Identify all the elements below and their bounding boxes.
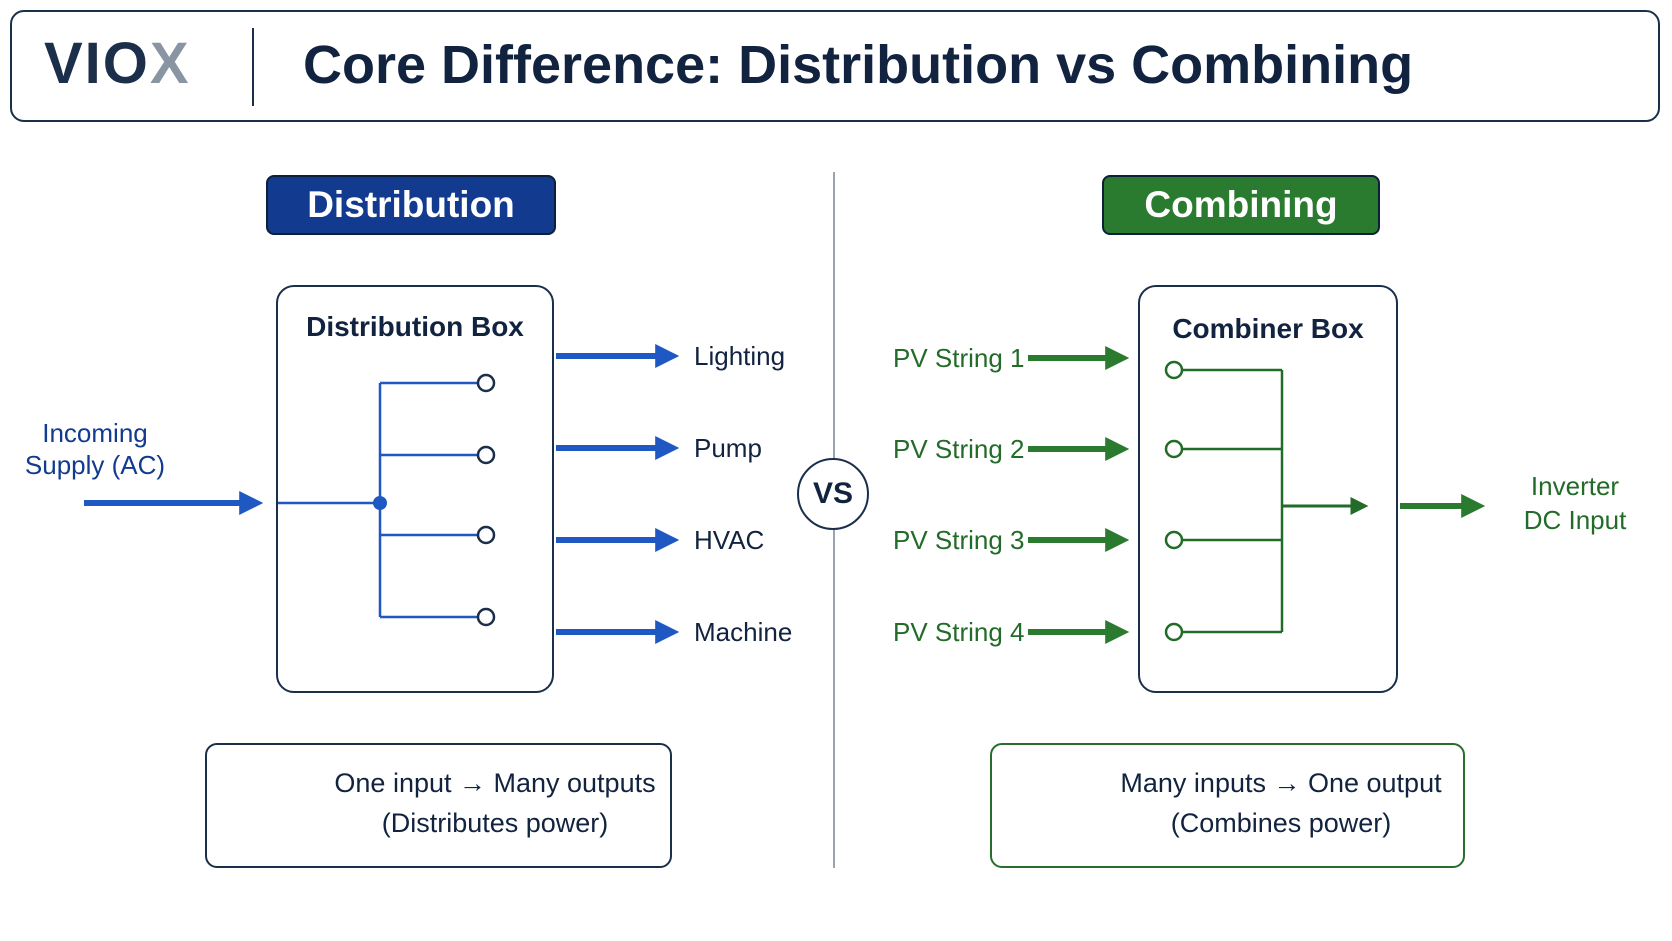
output-label-pump: Pump bbox=[694, 433, 762, 463]
combining-heading: Combining bbox=[1102, 175, 1380, 235]
combiner-terminals bbox=[1164, 360, 1184, 642]
page-title: Core Difference: Distribution vs Combini… bbox=[303, 35, 1414, 95]
pv-string-2-label: PV String 2 bbox=[893, 434, 1025, 464]
distribution-output-arrows bbox=[556, 344, 680, 644]
inverter-label-line1: Inverter bbox=[1530, 471, 1620, 501]
combiner-box bbox=[1138, 285, 1398, 693]
incoming-supply-label-line2: Supply (AC) bbox=[24, 450, 166, 480]
distribution-summary-line2: (Distributes power) bbox=[381, 808, 609, 838]
incoming-supply-label-line1: Incoming bbox=[42, 418, 148, 448]
combining-summary-line1: Many inputs → One output bbox=[1120, 768, 1442, 798]
inverter-label-line2: DC Input bbox=[1523, 505, 1627, 535]
vs-badge: VS bbox=[797, 458, 869, 530]
pv-string-4-label: PV String 4 bbox=[893, 617, 1025, 647]
viox-logo: VIOX bbox=[44, 34, 191, 94]
output-label-lighting: Lighting bbox=[694, 341, 786, 371]
distribution-heading: Distribution bbox=[266, 175, 556, 235]
output-label-machine: Machine bbox=[694, 617, 793, 647]
distribution-box bbox=[276, 285, 554, 693]
distribution-terminals bbox=[476, 373, 496, 627]
combiner-bus bbox=[1182, 368, 1284, 634]
distribution-box-title: Distribution Box bbox=[306, 311, 524, 342]
header-divider bbox=[252, 28, 254, 106]
logo-main-text: VIO bbox=[44, 31, 150, 96]
pv-string-1-label: PV String 1 bbox=[893, 343, 1025, 373]
header-bar bbox=[10, 10, 1660, 122]
combining-summary-box bbox=[990, 743, 1465, 868]
combiner-box-title: Combiner Box bbox=[1172, 313, 1364, 344]
distribution-summary-box bbox=[205, 743, 672, 868]
pv-string-3-label: PV String 3 bbox=[893, 525, 1025, 555]
logo-accent-text: X bbox=[149, 31, 191, 96]
pv-input-arrows bbox=[1028, 346, 1130, 644]
distribution-summary-line1: One input → Many outputs bbox=[334, 768, 656, 798]
bus-junction-dot bbox=[373, 496, 387, 510]
output-label-hvac: HVAC bbox=[694, 525, 765, 555]
combining-summary-line2: (Combines power) bbox=[1170, 808, 1392, 838]
